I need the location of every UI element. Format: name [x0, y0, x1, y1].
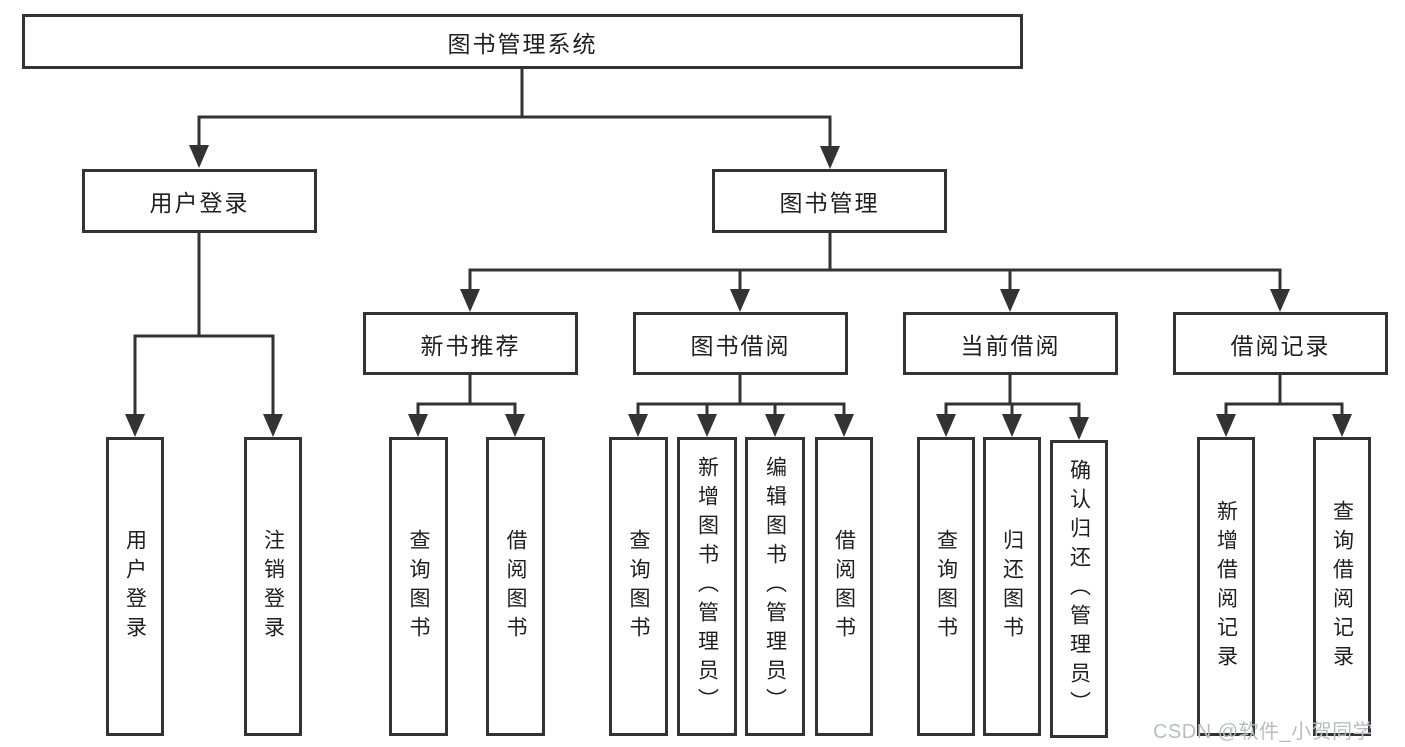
leaf-label: 新增图书（管理员）	[695, 456, 719, 717]
arrow-down-icon	[697, 414, 717, 437]
leaf-recommend-borrow-books: 借阅图书	[486, 437, 545, 736]
edge-current-to-leaves	[944, 375, 1081, 419]
leaf-label: 注销登录	[261, 528, 285, 645]
arrow-down-icon	[408, 414, 428, 437]
arrow-down-icon	[1270, 289, 1290, 312]
arrow-down-icon	[834, 414, 854, 437]
edge-root-to-branches	[197, 69, 832, 152]
edge-borrow-to-leaves	[636, 375, 846, 419]
edge-recommend-to-leaves	[416, 375, 517, 419]
leaf-label: 新增借阅记录	[1214, 499, 1238, 674]
arrow-down-icon	[189, 145, 209, 168]
arrow-down-icon	[765, 414, 785, 437]
arrow-down-icon	[936, 414, 956, 437]
node-label: 新书推荐	[420, 332, 521, 359]
leaf-label: 查询借阅记录	[1330, 499, 1354, 674]
leaf-current-return-books: 归还图书	[983, 437, 1041, 736]
arrow-down-icon	[730, 289, 750, 312]
node-label: 图书管理	[779, 190, 880, 216]
leaf-records-add-record: 新增借阅记录	[1197, 437, 1255, 736]
leaf-label: 查询图书	[627, 528, 650, 645]
node-user-login-branch: 用户登录	[82, 169, 317, 233]
node-new-book-recommend: 新书推荐	[363, 312, 578, 375]
leaf-recommend-query-books: 查询图书	[389, 437, 448, 736]
leaf-label: 编辑图书（管理员）	[763, 456, 787, 717]
arrow-down-icon	[820, 146, 840, 169]
leaf-current-confirm-return-admin: 确认归还（管理员）	[1050, 440, 1108, 738]
node-book-borrow: 图书借阅	[633, 312, 848, 375]
arrow-down-icon	[1069, 417, 1089, 440]
leaf-label: 用户登录	[123, 528, 147, 645]
leaf-borrow-edit-books-admin: 编辑图书（管理员）	[745, 437, 805, 736]
leaf-borrow-query-books: 查询图书	[609, 437, 668, 736]
leaf-logout: 注销登录	[244, 437, 302, 736]
connector-paths	[133, 69, 1344, 419]
node-current-borrow: 当前借阅	[903, 312, 1118, 375]
edge-records-to-leaves	[1224, 375, 1344, 419]
leaf-records-query-record: 查询借阅记录	[1313, 437, 1371, 736]
node-label: 用户登录	[149, 190, 250, 216]
watermark: CSDN @软件_小贺同学	[1153, 721, 1374, 743]
leaf-label: 查询图书	[934, 528, 958, 645]
leaf-current-query-books: 查询图书	[917, 437, 975, 736]
arrow-down-icon	[505, 414, 525, 437]
arrow-down-icon	[1002, 414, 1022, 437]
arrow-down-icon	[125, 414, 145, 437]
leaf-label: 借阅图书	[832, 528, 856, 645]
node-borrow-records: 借阅记录	[1173, 312, 1388, 375]
arrow-down-icon	[263, 414, 283, 437]
leaf-user-login: 用户登录	[106, 437, 164, 736]
leaf-label: 借阅图书	[504, 528, 527, 645]
leaf-borrow-add-books-admin: 新增图书（管理员）	[677, 437, 737, 736]
node-label: 图书借阅	[690, 332, 791, 359]
leaf-label: 查询图书	[407, 528, 430, 645]
arrow-down-icon	[1216, 414, 1236, 437]
arrow-down-icon	[1000, 289, 1020, 312]
leaf-borrow-borrow-books: 借阅图书	[815, 437, 873, 736]
leaf-label: 归还图书	[1000, 528, 1024, 645]
node-root-system: 图书管理系统	[22, 14, 1023, 69]
node-book-management-branch: 图书管理	[712, 169, 947, 233]
node-label: 当前借阅	[960, 332, 1061, 359]
arrow-down-icon	[1332, 414, 1352, 437]
leaf-label: 确认归还（管理员）	[1067, 458, 1091, 720]
edge-mgmt-to-modules	[468, 233, 1282, 294]
node-label: 借阅记录	[1230, 332, 1331, 359]
arrow-down-icon	[460, 289, 480, 312]
edge-login-to-leaves	[133, 233, 275, 419]
arrow-down-icon	[628, 414, 648, 437]
node-label: 图书管理系统	[447, 30, 598, 57]
